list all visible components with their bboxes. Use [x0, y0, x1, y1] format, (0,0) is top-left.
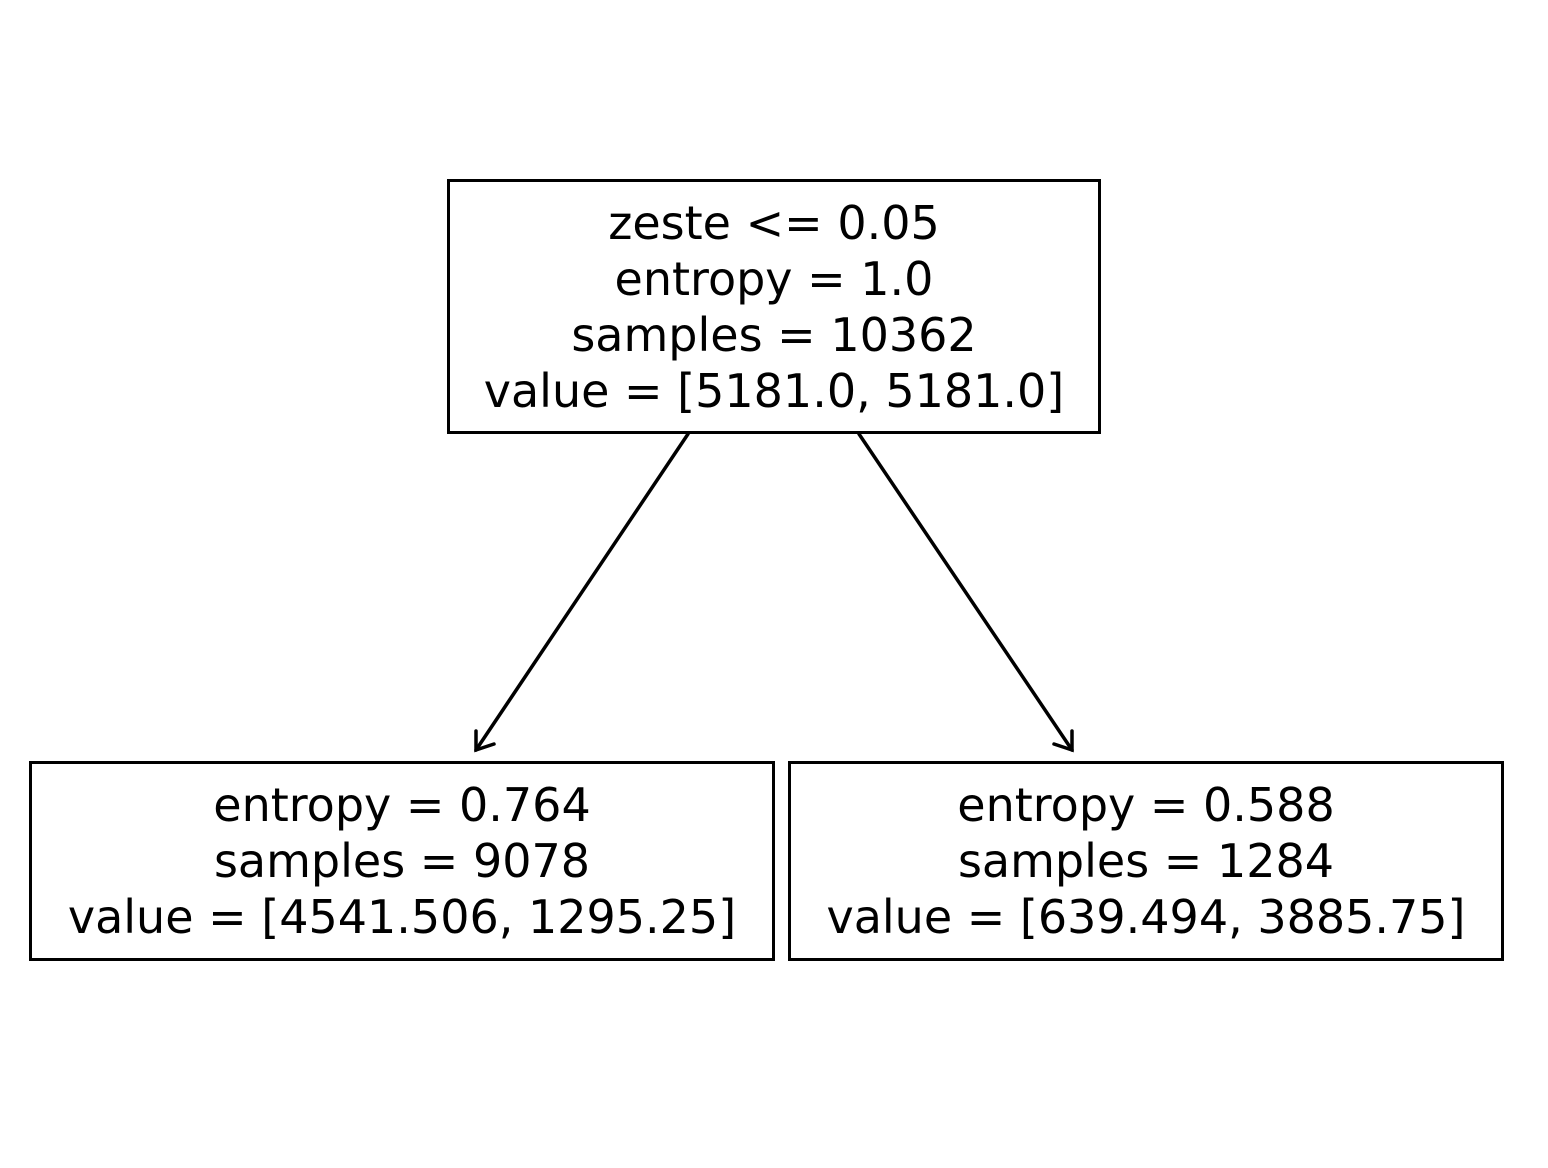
root-value: value = [5181.0, 5181.0]	[483, 363, 1065, 418]
left-samples: samples = 9078	[213, 834, 591, 888]
edge-root-to-left	[474, 432, 690, 753]
root-condition: zeste <= 0.05	[608, 195, 940, 250]
left-leaf-node: entropy = 0.764 samples = 9078 value = […	[29, 761, 775, 961]
root-samples: samples = 10362	[571, 307, 977, 362]
right-entropy: entropy = 0.588	[957, 778, 1335, 832]
right-value: value = [639.494, 3885.75]	[826, 890, 1466, 944]
arrowhead-left-icon	[474, 729, 496, 753]
left-value: value = [4541.506, 1295.25]	[67, 890, 737, 944]
edge-root-to-right	[857, 432, 1074, 753]
root-node: zeste <= 0.05 entropy = 1.0 samples = 10…	[447, 179, 1101, 434]
root-entropy: entropy = 1.0	[614, 251, 934, 306]
left-entropy: entropy = 0.764	[213, 778, 591, 832]
arrowhead-right-icon	[1052, 729, 1074, 753]
right-leaf-node: entropy = 0.588 samples = 1284 value = […	[788, 761, 1504, 961]
right-samples: samples = 1284	[957, 834, 1335, 888]
